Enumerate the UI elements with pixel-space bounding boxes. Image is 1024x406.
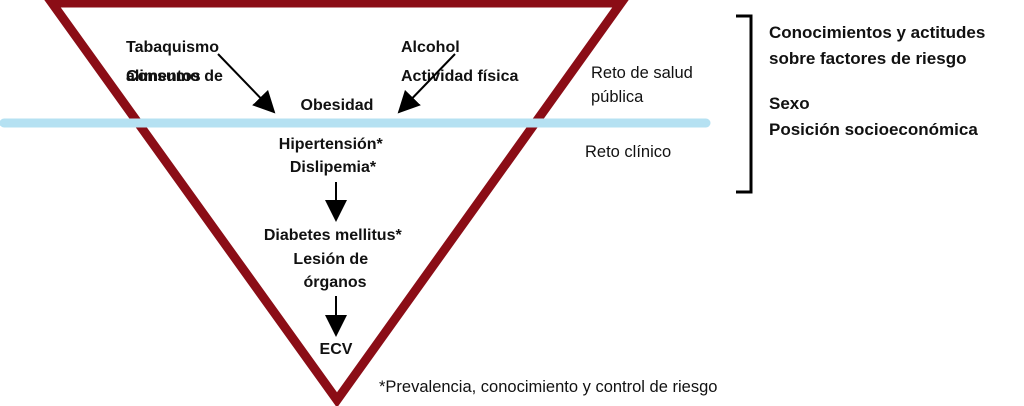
- clinical-group-2: Diabetes mellitus* Lesión de órganos: [264, 227, 406, 291]
- left-factors: Tabaquismo Consumo de alimentos: [126, 39, 227, 85]
- bracket: [736, 14, 753, 194]
- inverted-triangle: [44, 0, 629, 406]
- outcome-label: ECV: [320, 341, 353, 358]
- arrow-left-to-obesity: [217, 53, 276, 114]
- obesity-label: Obesidad: [301, 97, 374, 114]
- arrow-right-to-obesity: [397, 53, 456, 114]
- clinical-label: Reto clínico: [585, 143, 671, 161]
- right-factors: Alcohol Actividad física: [401, 39, 518, 85]
- side-factors-group-1: Conocimientos y actitudes sobre factores…: [769, 23, 990, 68]
- side-factors-group-2: Sexo Posición socioeconómica: [769, 94, 978, 139]
- public-health-label: Reto de salud pública: [591, 64, 697, 106]
- footnote: *Prevalencia, conocimiento y control de …: [379, 378, 717, 396]
- clinical-group-1: Hipertensión* Dislipemia*: [279, 136, 387, 176]
